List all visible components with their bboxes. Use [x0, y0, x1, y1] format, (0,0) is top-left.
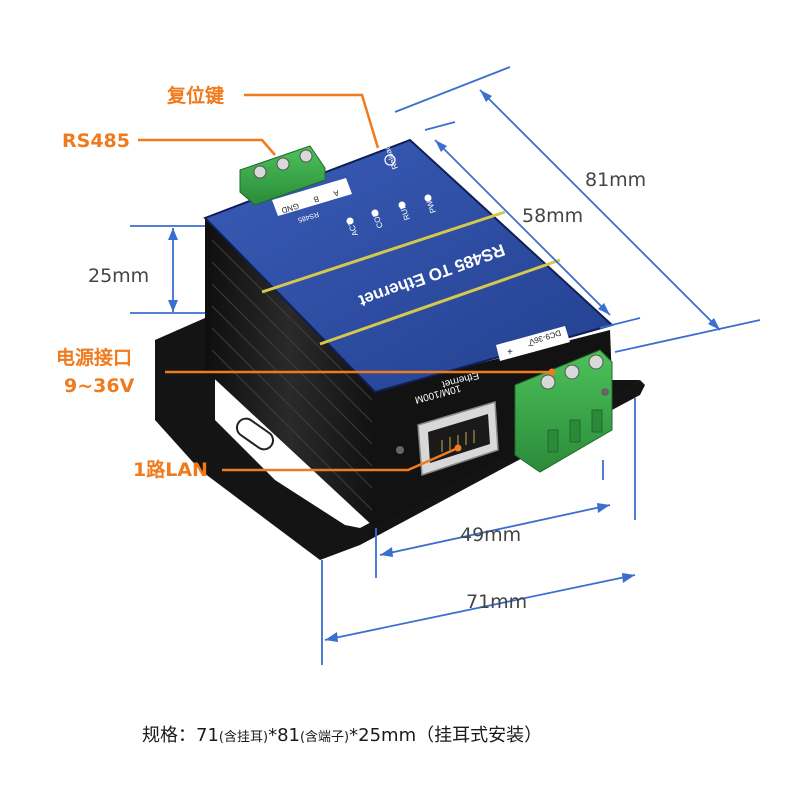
dim-label-58: 58mm — [522, 205, 583, 227]
rs485-screw-1 — [253, 165, 267, 179]
callout-reset-key: 复位键 — [166, 84, 224, 107]
dim-81-line — [479, 89, 721, 331]
spec-note-terminal: (含端子) — [300, 729, 349, 745]
spec-caption: 规格：71(含挂耳)*81(含端子)*25mm（挂耳式安装） — [142, 725, 542, 746]
dim-label-81: 81mm — [585, 169, 646, 191]
led-act — [346, 217, 354, 225]
spec-suffix: *25mm（挂耳式安装） — [349, 725, 542, 746]
power-minus: − — [528, 341, 534, 352]
led-run — [398, 201, 406, 209]
yellow-stripes — [261, 210, 561, 346]
rs485-screw-2 — [276, 157, 290, 171]
callout-lines — [138, 93, 552, 472]
enclosure-ribs — [211, 239, 373, 511]
callout-power-range: 9~36V — [64, 375, 135, 397]
callout-line-rs485 — [138, 138, 276, 156]
dim-label-71: 71mm — [466, 591, 527, 613]
dim-71-line — [324, 574, 636, 641]
dimension-lines — [130, 66, 761, 665]
power-plus: + — [507, 347, 513, 358]
rs485-screw-3 — [299, 149, 313, 163]
rs485-terminal-block — [239, 145, 326, 206]
power-screw-1 — [540, 374, 556, 390]
rs485-terminal-b: B — [312, 194, 320, 204]
led-pwr — [424, 194, 432, 202]
front-screw-left — [396, 446, 404, 454]
mounting-slot — [235, 417, 275, 451]
power-label-box — [496, 326, 570, 361]
spec-mid: *81 — [268, 725, 300, 746]
front-screw-right — [601, 388, 609, 396]
reload-button[interactable] — [384, 154, 396, 166]
device: RS485 TO Ethernet PWR RUN COM ACT Reload… — [155, 138, 645, 560]
callout-lan: 1路LAN — [133, 458, 208, 481]
power-screw-3 — [588, 354, 604, 370]
dim-label-25: 25mm — [88, 265, 149, 287]
rs485-terminal-a: A — [332, 188, 340, 198]
dim-label-49: 49mm — [460, 524, 521, 546]
callout-dots — [454, 368, 556, 452]
led-com — [371, 209, 379, 217]
dim-58-line — [434, 139, 611, 316]
callout-line-lan — [222, 446, 459, 472]
power-terminal-block — [514, 349, 613, 473]
dimension-arrows — [168, 90, 720, 642]
callout-line-reset — [244, 93, 380, 149]
dim-49-line — [379, 504, 611, 556]
spec-note-ear: (含挂耳) — [219, 729, 268, 745]
spec-prefix: 规格：71 — [142, 725, 219, 746]
rs485-label-box — [272, 178, 352, 216]
callout-power-port: 电源接口 — [56, 346, 132, 369]
mounting-ear — [155, 318, 645, 560]
power-screw-2 — [564, 364, 580, 380]
callout-rs485: RS485 — [62, 130, 130, 152]
